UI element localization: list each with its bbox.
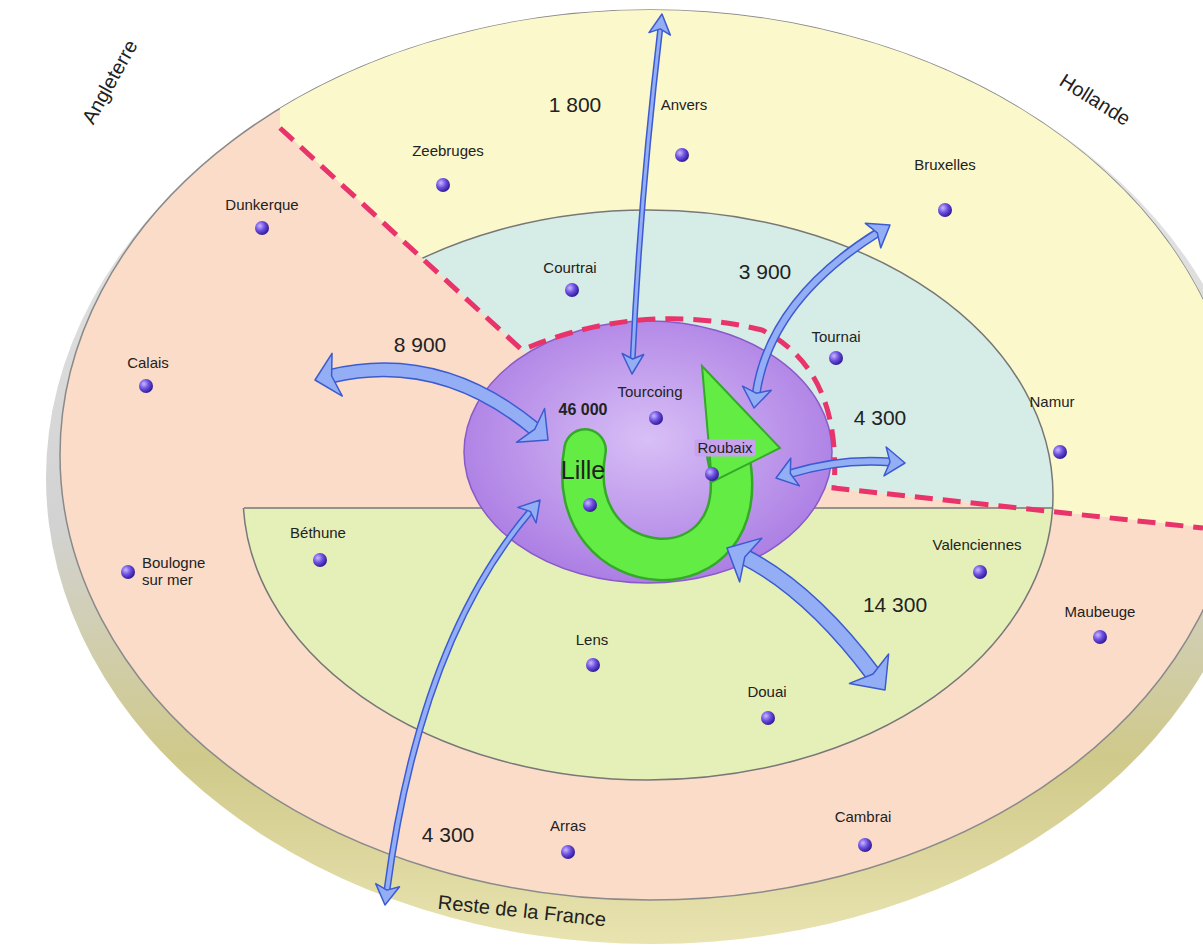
flow-number: 4 300 xyxy=(854,406,907,430)
city-name: Arras xyxy=(550,817,586,834)
city-name: Courtrai xyxy=(543,259,596,276)
city-name: Roubaix xyxy=(694,439,755,456)
city-name: Cambrai xyxy=(835,808,892,825)
city-name: Tournai xyxy=(811,328,860,345)
city-name: Maubeuge xyxy=(1065,603,1136,620)
flow-number: 46 000 xyxy=(559,401,608,419)
city-name: Béthune xyxy=(290,524,346,541)
city-name: Boulogne sur mer xyxy=(142,554,220,589)
city-name: Douai xyxy=(747,683,786,700)
city-name: Tourcoing xyxy=(617,383,682,400)
city-name: Dunkerque xyxy=(225,196,298,213)
flow-number: 14 300 xyxy=(863,593,927,617)
city-name: Lille xyxy=(561,456,605,485)
region-name: Hollande xyxy=(1055,69,1134,130)
city-name: Namur xyxy=(1029,393,1074,410)
flow-number: 3 900 xyxy=(739,260,792,284)
city-name: Bruxelles xyxy=(914,156,976,173)
city-name: Valenciennes xyxy=(933,536,1022,553)
city-name: Calais xyxy=(127,354,169,371)
city-name: Zeebruges xyxy=(412,142,484,159)
city-name: Lens xyxy=(576,631,609,648)
flow-number: 1 800 xyxy=(549,93,602,117)
region-name: Angleterre xyxy=(78,36,143,128)
flow-number: 8 900 xyxy=(394,333,447,357)
city-name: Anvers xyxy=(661,96,708,113)
flow-number: 4 300 xyxy=(422,823,475,847)
